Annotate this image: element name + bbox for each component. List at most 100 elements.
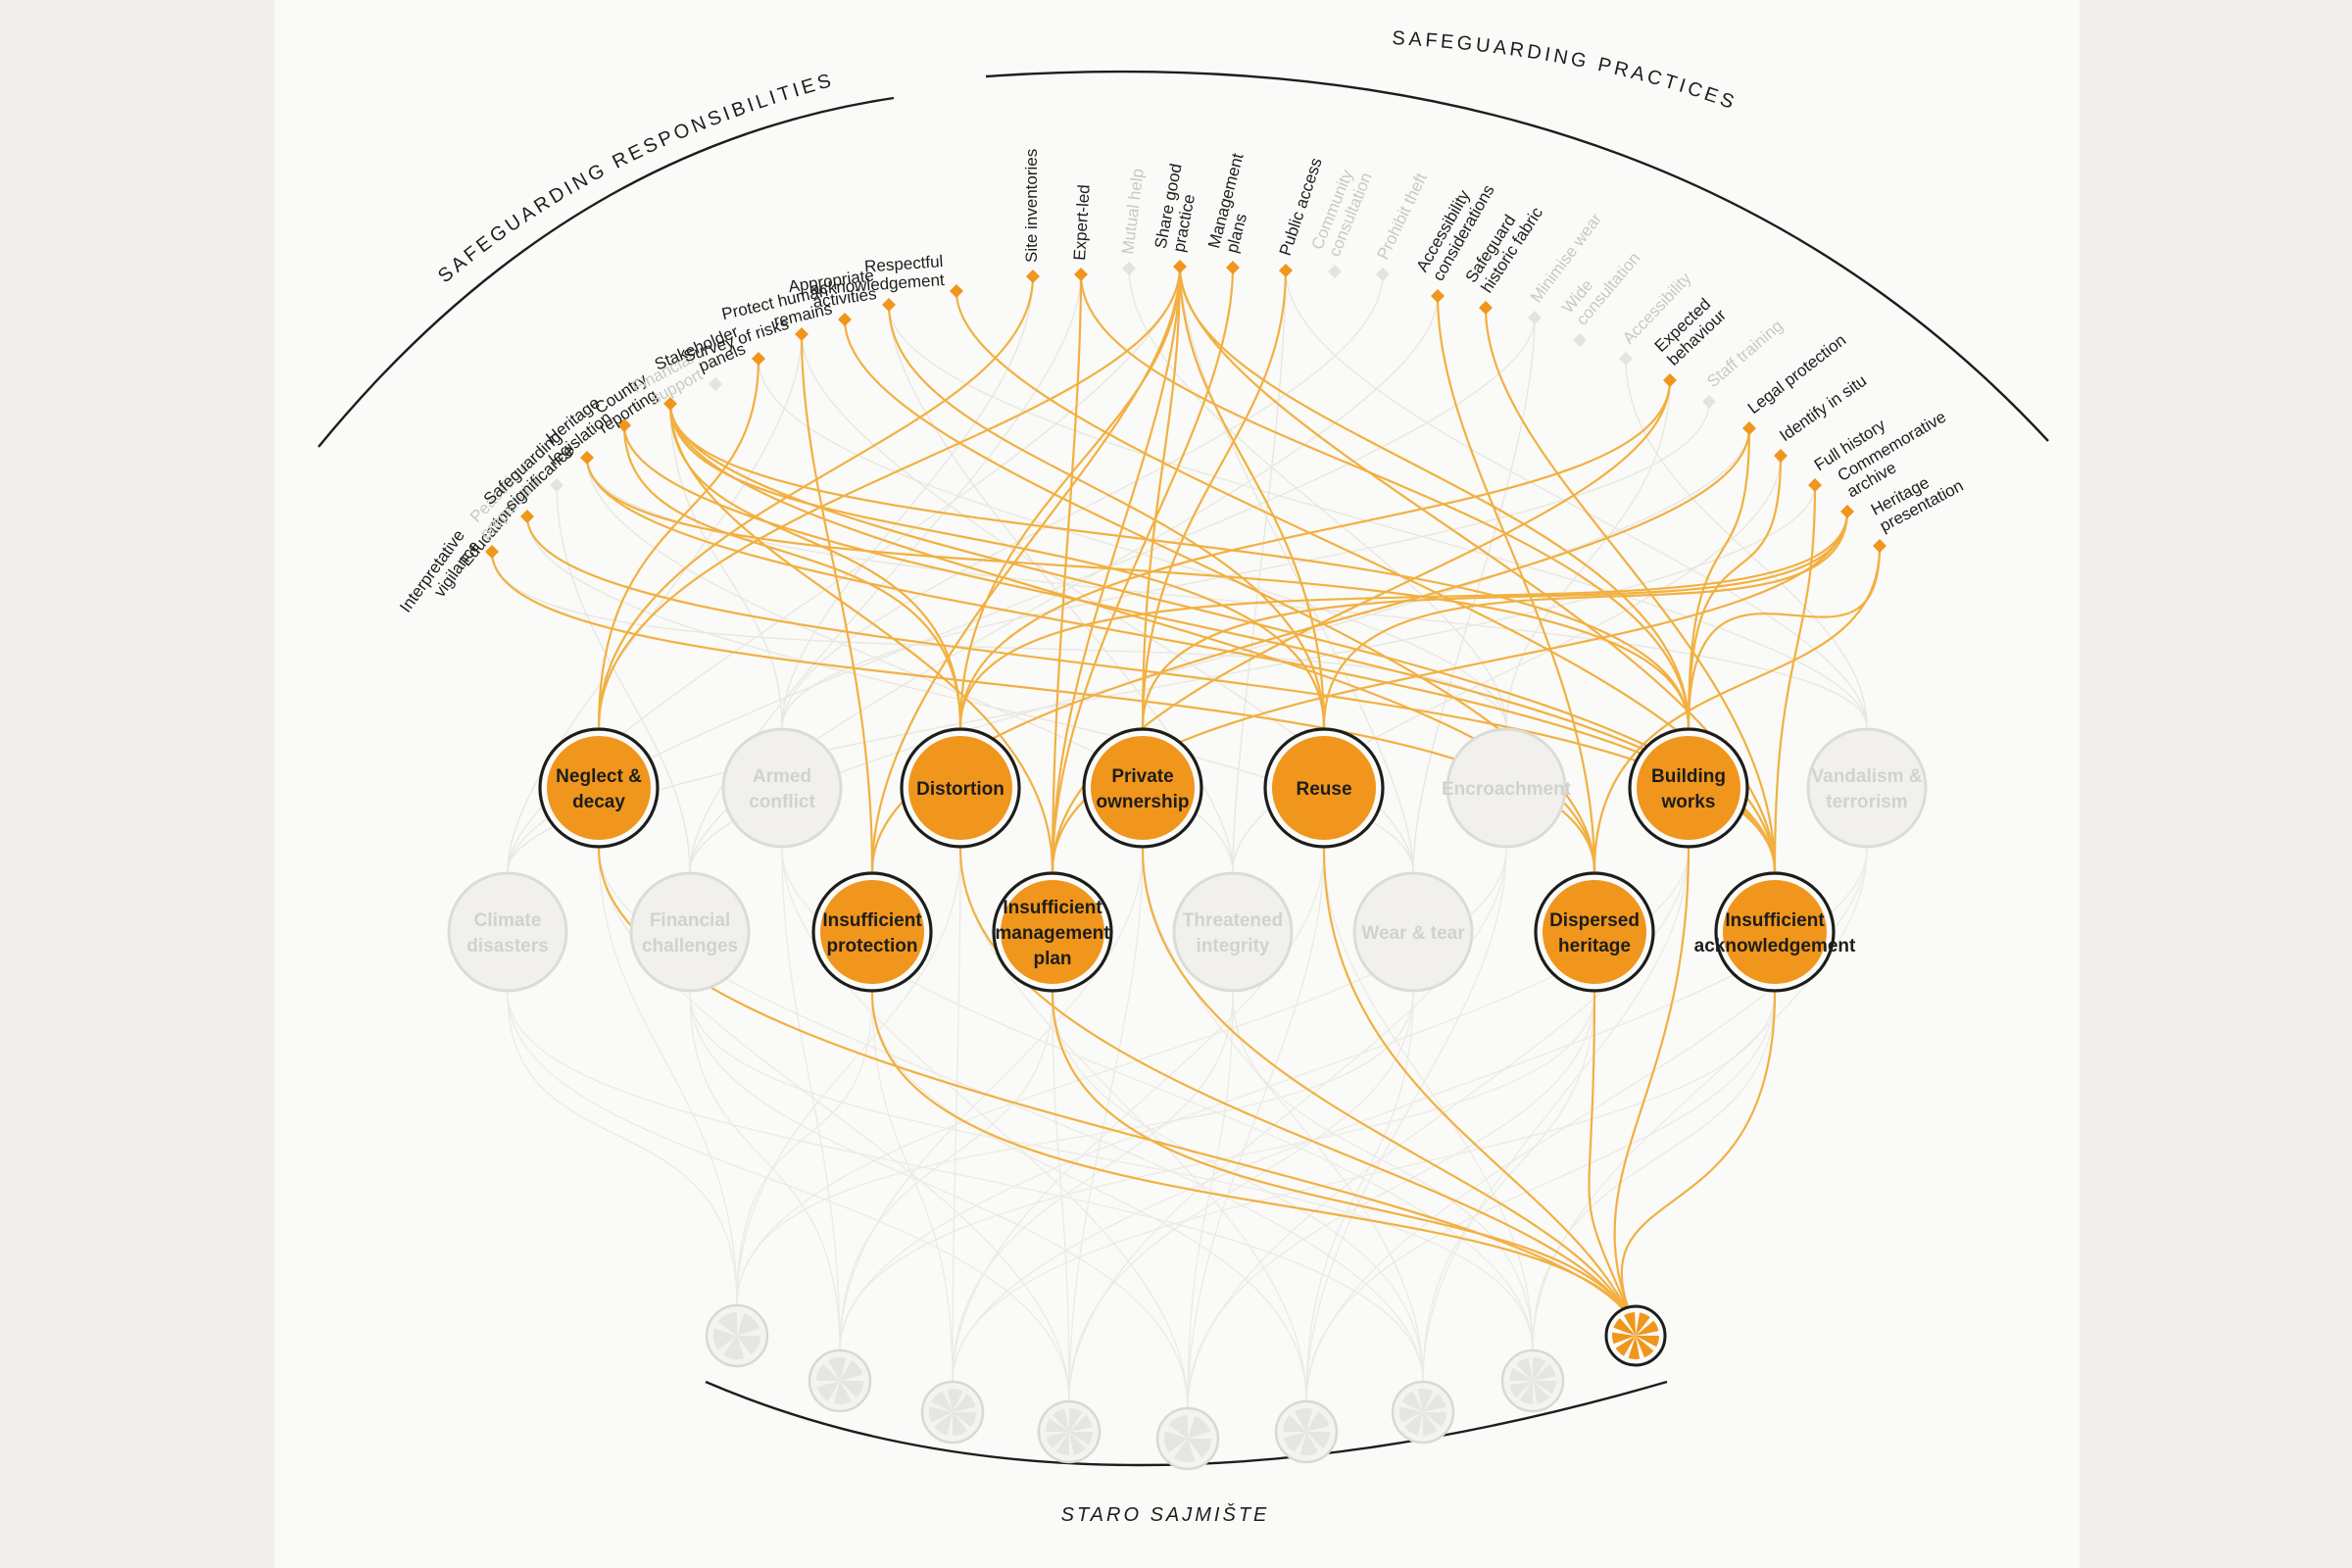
site-site-6[interactable] <box>1274 1399 1339 1464</box>
node-marker-icon <box>1742 421 1756 435</box>
site-segment <box>1188 1439 1211 1458</box>
link-commemorative_archive-to-reuse <box>1322 511 1849 728</box>
practice-share-good-practice[interactable]: Share goodpractice <box>1152 162 1204 273</box>
site-site-4[interactable] <box>1037 1399 1102 1464</box>
site-segment <box>1509 1367 1533 1381</box>
site-site-1[interactable] <box>705 1303 769 1368</box>
threat-ring <box>1352 871 1474 993</box>
threat-distortion[interactable]: Distortion <box>900 727 1021 849</box>
link-share_good_practice-to-private <box>1141 266 1182 728</box>
site-segment <box>1417 1389 1434 1412</box>
responsibility-respectful-acknowledgement[interactable]: Respectfulacknowledgement <box>808 252 963 299</box>
site-segment <box>840 1360 863 1381</box>
site-site-5[interactable] <box>1155 1406 1220 1471</box>
site-segment <box>1069 1432 1093 1446</box>
site-segment <box>1533 1364 1556 1381</box>
site-segment <box>1533 1381 1549 1404</box>
site-segment <box>1404 1412 1423 1436</box>
threat-encroachment[interactable]: Encroachment <box>1442 727 1572 849</box>
network-diagram: SAFEGUARDING RESPONSIBILITIES SAFEGUARDI… <box>318 27 2049 1526</box>
site-site-8[interactable] <box>1500 1348 1565 1413</box>
node-marker-icon <box>1873 539 1886 553</box>
site-segment <box>1173 1439 1196 1462</box>
site-site-2[interactable] <box>808 1348 872 1413</box>
site-segment <box>1516 1357 1533 1381</box>
threat-vandalism[interactable]: Vandalism &terrorism <box>1806 727 1928 849</box>
threat-wear[interactable]: Wear & tear <box>1352 871 1474 993</box>
faint-link <box>839 992 1595 1351</box>
faint-link <box>781 401 1710 728</box>
node-marker-icon <box>1573 333 1587 347</box>
node-label: Mutual help <box>1118 168 1148 256</box>
link-building-to-staro_sajmiste <box>1613 848 1690 1329</box>
link-insuff_ack-to-staro_sajmiste <box>1620 992 1777 1329</box>
site-segment <box>1069 1432 1086 1455</box>
site-segment <box>1509 1381 1533 1397</box>
node-marker-icon <box>663 397 677 411</box>
site-segment <box>1401 1391 1423 1412</box>
site-segment <box>1533 1357 1546 1381</box>
site-segment <box>1046 1418 1069 1432</box>
site-segment <box>1306 1411 1330 1432</box>
node-marker-icon <box>1479 301 1493 315</box>
practice-public-access[interactable]: Public access <box>1276 156 1326 277</box>
threat-ring <box>1172 871 1294 993</box>
site-staro-sajmiste[interactable] <box>1604 1304 1667 1367</box>
practice-mutual-help[interactable]: Mutual help <box>1118 168 1148 275</box>
faint-link <box>736 848 961 1306</box>
site-segment <box>1615 1336 1636 1356</box>
faint-link <box>598 848 738 1306</box>
link-expected_behaviour-to-distortion <box>958 379 1672 728</box>
node-marker-icon <box>950 284 963 298</box>
faint-link <box>1068 848 1507 1402</box>
faint-link <box>736 992 1414 1306</box>
faint-link <box>888 304 1868 728</box>
faint-link <box>586 457 1868 728</box>
site-segment <box>1168 1415 1188 1439</box>
threat-ring <box>1446 727 1567 849</box>
link-survey_of_risks-to-insuff_protection <box>800 333 874 872</box>
site-segment <box>947 1389 963 1412</box>
faint-link <box>1179 266 1414 872</box>
link-heritage_presentation-to-dispersed <box>1592 545 1882 872</box>
threat-reuse[interactable]: Reuse <box>1263 727 1385 849</box>
faint-link <box>1625 358 1868 728</box>
faint-link <box>1305 848 1507 1402</box>
threat-neglect[interactable]: Neglect &decay <box>538 727 660 849</box>
faint-link <box>507 992 738 1306</box>
practice-management-plans[interactable]: Managementplans <box>1204 151 1265 274</box>
faint-link <box>1422 848 1690 1383</box>
practice-site-inventories[interactable]: Site inventories <box>1022 149 1041 283</box>
site-segment <box>1306 1432 1330 1448</box>
site-site-3[interactable] <box>920 1380 985 1445</box>
faint-link <box>1422 992 1595 1383</box>
site-segment <box>1613 1318 1636 1336</box>
link-dispersed-to-staro_sajmiste <box>1588 992 1638 1329</box>
site-segment <box>1636 1312 1650 1336</box>
faint-link <box>689 992 841 1351</box>
node-marker-icon <box>1774 449 1788 463</box>
site-segment <box>737 1313 760 1336</box>
site-segment <box>1423 1412 1438 1436</box>
link-share_good_practice-to-reuse <box>1178 266 1326 728</box>
site-segment <box>737 1336 760 1355</box>
site-site-7[interactable] <box>1391 1380 1455 1445</box>
threat-label: Wear & tear <box>1361 923 1465 944</box>
threat-ring <box>721 727 843 849</box>
faint-link <box>1305 992 1776 1402</box>
site-segment <box>1283 1415 1306 1432</box>
link-appropriate_activities-to-reuse <box>887 304 1326 728</box>
practice-expert-led[interactable]: Expert-led <box>1070 184 1094 281</box>
